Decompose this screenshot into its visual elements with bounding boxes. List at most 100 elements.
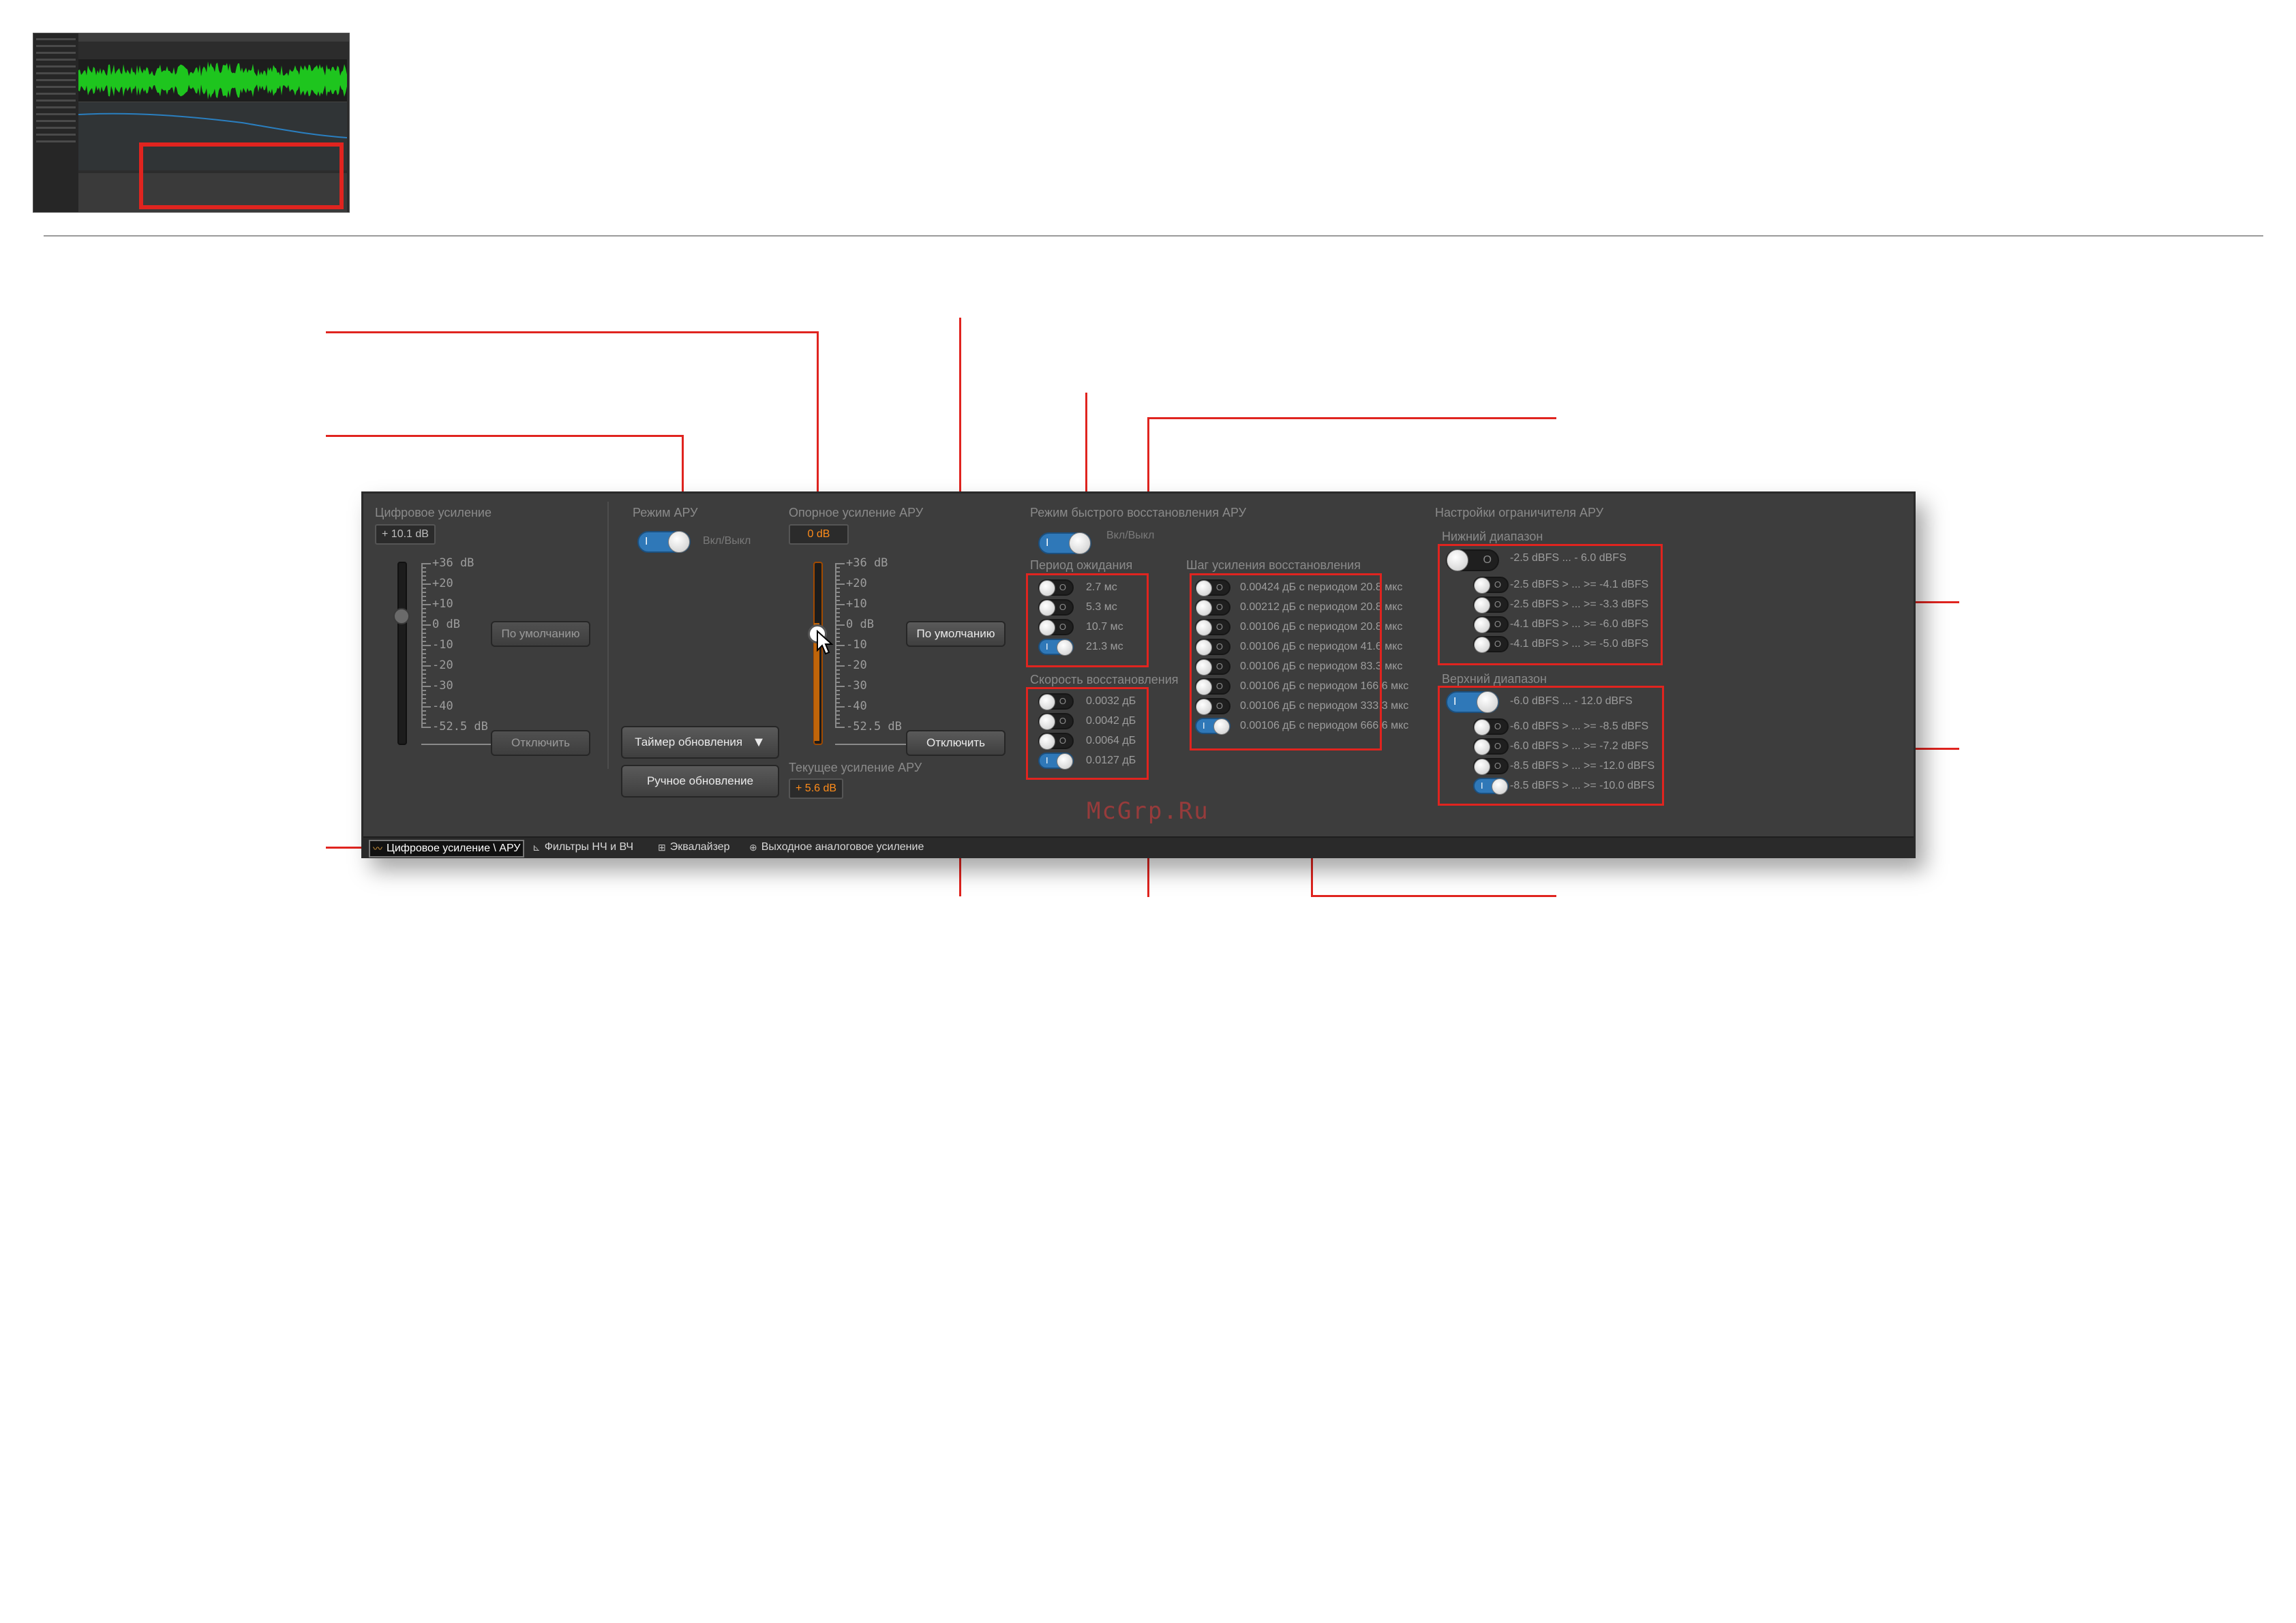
scale-minor-tick	[421, 682, 426, 683]
agc-reference-fill	[814, 623, 819, 741]
upper-range-toggle-1[interactable]: O	[1473, 718, 1509, 735]
scale-label: +36 dB	[846, 556, 888, 570]
scale-minor-tick	[835, 596, 840, 597]
scale-minor-tick	[421, 608, 426, 609]
scale-minor-tick	[835, 567, 840, 568]
overview-thumbnail	[33, 33, 350, 213]
recovery-step-toggle-7[interactable]: O	[1195, 698, 1230, 715]
scale-label: -10	[846, 638, 867, 652]
scale-minor-tick	[421, 637, 426, 638]
wait-period-toggle-4[interactable]: I	[1038, 639, 1074, 656]
scale-minor-tick	[421, 698, 426, 699]
wait-period-option-label: 21.3 мс	[1086, 641, 1123, 652]
lower-range-toggle-3[interactable]: O	[1473, 616, 1509, 633]
agc-mode-toggle[interactable]: I	[637, 531, 691, 553]
timer-update-button[interactable]: Таймер обновления ▼	[621, 726, 779, 759]
tab-equalizer[interactable]: ⊞ Эквалайзер	[658, 840, 730, 855]
recovery-step-toggle-1[interactable]: O	[1195, 579, 1230, 596]
scale-minor-tick	[421, 616, 426, 618]
upper-range-toggle-4[interactable]: I	[1473, 778, 1509, 795]
scale-minor-tick	[835, 682, 840, 683]
recovery-speed-toggle-1[interactable]: O	[1038, 693, 1074, 710]
recovery-step-toggle-8[interactable]: I	[1195, 718, 1230, 735]
scale-label: +20	[432, 577, 453, 590]
lower-range-toggle-4[interactable]: O	[1473, 636, 1509, 653]
scale-tick	[835, 563, 845, 564]
scale-tick	[421, 706, 431, 708]
waveform-icon: 〰	[373, 843, 382, 854]
wait-period-toggle-1[interactable]: O	[1038, 579, 1074, 596]
chart-icon: ⊾	[532, 841, 541, 853]
fast-recovery-toggle[interactable]: I	[1038, 532, 1091, 554]
agc-reference-disable-button[interactable]: Отключить	[906, 730, 1006, 756]
tab-digital-gain-agc[interactable]: 〰 Цифровое усиление \ АРУ	[369, 840, 525, 858]
scale-minor-tick	[421, 714, 426, 716]
tab-filters[interactable]: ⊾ Фильтры НЧ и ВЧ	[532, 840, 633, 855]
recovery-speed-toggle-4[interactable]: I	[1038, 753, 1074, 770]
agc-mode-toggle-label: Вкл/Выкл	[703, 535, 751, 547]
callout-line-8h	[1311, 895, 1556, 897]
scale-tick	[421, 686, 431, 687]
recovery-step-option-label: 0.00106 дБ с периодом 83.3 мкс	[1240, 661, 1403, 672]
digital-gain-default-button[interactable]: По умолчанию	[491, 621, 590, 647]
recovery-step-option-label: 0.00212 дБ с периодом 20.8 мкс	[1240, 601, 1403, 613]
scale-minor-tick	[421, 641, 426, 642]
scale-label: -20	[432, 658, 453, 672]
scale-minor-tick	[421, 612, 426, 613]
callout-line-3	[959, 318, 961, 633]
agc-reference-value[interactable]: 0 dB	[789, 524, 849, 545]
scale-minor-tick	[421, 673, 426, 675]
thumbnail-highlight	[139, 142, 344, 209]
output-gain-icon: ⊕	[749, 841, 757, 853]
digital-gain-value[interactable]: + 10.1 dB	[375, 524, 436, 545]
scale-minor-tick	[421, 690, 426, 691]
scale-label: -52.5 dB	[432, 720, 488, 733]
recovery-speed-toggle-3[interactable]: O	[1038, 733, 1074, 750]
scale-minor-tick	[421, 592, 426, 593]
recovery-speed-toggle-2[interactable]: O	[1038, 713, 1074, 730]
tab-label: Цифровое усиление \ АРУ	[387, 843, 521, 854]
upper-range-toggle-3[interactable]: O	[1473, 758, 1509, 775]
recovery-step-toggle-3[interactable]: O	[1195, 619, 1230, 636]
digital-gain-slider-thumb[interactable]	[393, 608, 410, 624]
lower-range-option-label: -2.5 dBFS > ... >= -3.3 dBFS	[1510, 598, 1649, 610]
recovery-step-toggle-4[interactable]: O	[1195, 639, 1230, 656]
scale-minor-tick	[421, 694, 426, 695]
scale-minor-tick	[421, 702, 426, 703]
recovery-step-toggle-6[interactable]: O	[1195, 678, 1230, 695]
recovery-step-highlight	[1190, 573, 1382, 750]
scale-label: +10	[846, 597, 867, 611]
scale-minor-tick	[421, 575, 426, 577]
wait-period-toggle-3[interactable]: O	[1038, 619, 1074, 636]
scale-tick	[421, 604, 431, 605]
scale-label: 0 dB	[846, 618, 874, 631]
upper-range-toggle[interactable]: I	[1446, 691, 1499, 713]
scale-tick	[835, 604, 845, 605]
digital-gain-slider[interactable]	[397, 562, 407, 745]
scale-tick	[421, 583, 431, 585]
recovery-step-option-label: 0.00106 дБ с периодом 41.6 мкс	[1240, 641, 1403, 652]
scale-minor-tick	[421, 661, 426, 663]
upper-range-toggle-2[interactable]: O	[1473, 738, 1509, 755]
lower-range-toggle[interactable]: O	[1446, 549, 1499, 571]
upper-range-main-label: -6.0 dBFS ... - 12.0 dBFS	[1510, 695, 1633, 707]
scale-minor-tick	[835, 637, 840, 638]
digital-gain-disable-button[interactable]: Отключить	[491, 730, 590, 756]
scale-minor-tick	[835, 661, 840, 663]
recovery-speed-highlight	[1026, 687, 1149, 780]
scale-label: -40	[432, 699, 453, 713]
recovery-step-toggle-5[interactable]: O	[1195, 658, 1230, 676]
scale-label: -20	[846, 658, 867, 672]
wait-period-toggle-2[interactable]: O	[1038, 599, 1074, 616]
manual-update-button[interactable]: Ручное обновление	[621, 765, 779, 798]
agc-reference-default-button[interactable]: По умолчанию	[906, 621, 1006, 647]
callout-line-1v	[817, 331, 819, 639]
lower-range-option-label: -2.5 dBFS > ... >= -4.1 dBFS	[1510, 579, 1649, 590]
agc-reference-title: Опорное усиление АРУ	[789, 506, 924, 519]
tab-output-analog-gain[interactable]: ⊕ Выходное аналоговое усиление	[749, 840, 924, 855]
timer-update-label: Таймер обновления	[635, 735, 743, 748]
mouse-cursor-icon	[817, 630, 834, 655]
recovery-step-toggle-2[interactable]: O	[1195, 599, 1230, 616]
lower-range-toggle-2[interactable]: O	[1473, 596, 1509, 613]
lower-range-toggle-1[interactable]: O	[1473, 577, 1509, 594]
